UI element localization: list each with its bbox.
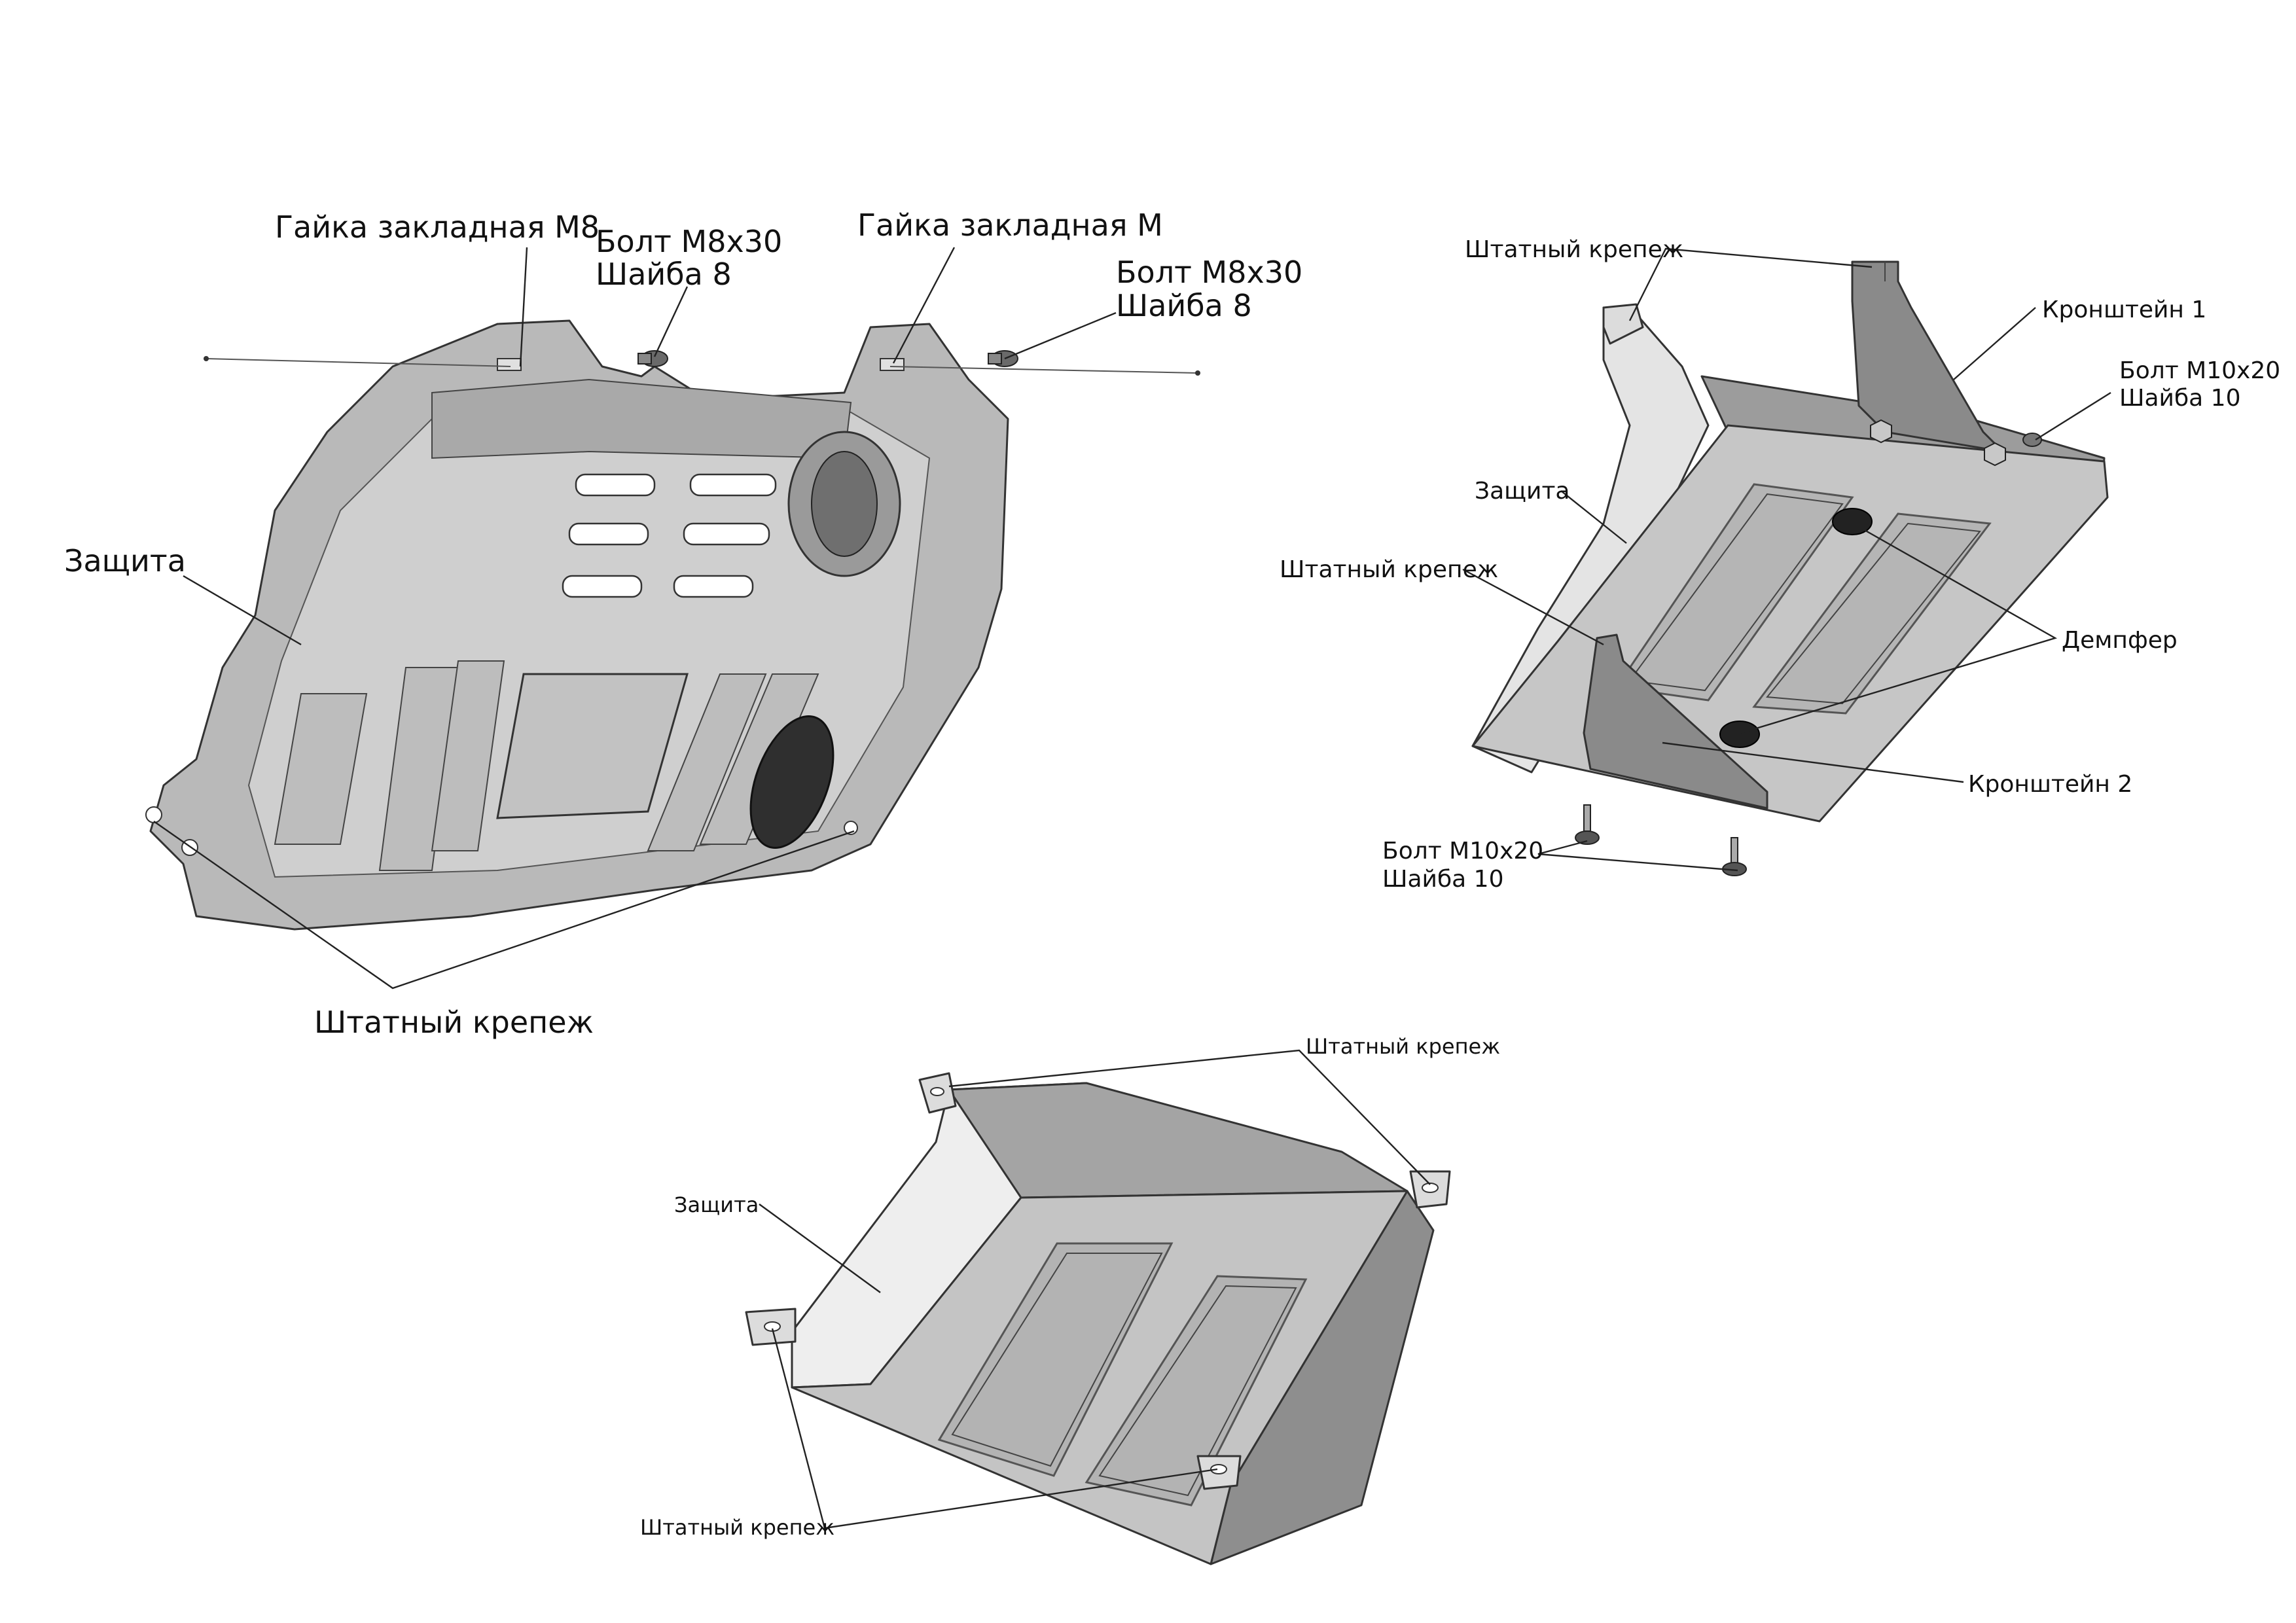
label-guard-1: Защита — [64, 543, 186, 579]
embedded-nut-right — [880, 358, 905, 371]
leader-nut-right — [892, 247, 956, 364]
leader-guard-2 — [1560, 490, 1627, 544]
leader-nut-left — [519, 247, 528, 367]
guard-2-side-wall — [1471, 306, 1710, 774]
vent-slot — [673, 575, 754, 598]
label-mount-left-2: Штатный крепеж — [1280, 556, 1498, 583]
assembly-3-transfer-guard: Штатный крепеж Защита Штатный крепеж — [640, 1034, 1500, 1565]
label-guard-3: Защита — [674, 1192, 759, 1217]
leader-bolt-bottom-2 — [1537, 840, 1738, 872]
label-bracket-2: Кронштейн 2 — [1968, 771, 2132, 798]
label-bolt-left-1: Болт М8х30 — [596, 224, 782, 259]
engine-guard-center-pad — [496, 673, 689, 819]
label-bolt-top-2-line2: Шайба 10 — [2119, 385, 2240, 412]
bracket-1 — [1851, 260, 2004, 453]
damper-lower — [1719, 721, 1760, 748]
leader-bracket-1 — [1953, 307, 2036, 380]
leader-mount-bottom-3 — [771, 1328, 1218, 1529]
label-bolt-top-2-line1: Болт М10х20 — [2119, 357, 2280, 384]
label-bolt-left-2: Шайба 8 — [596, 257, 732, 292]
assembly-1-engine-guard: Гайка закладная М8 Болт М8х30 Шайба 8 Га… — [64, 207, 1302, 1040]
label-mount-1: Штатный крепеж — [314, 1005, 594, 1040]
label-mount-top-2: Штатный крепеж — [1465, 236, 1683, 263]
guard-3-back-wall — [948, 1082, 1408, 1199]
leader-bolt-top-2 — [2035, 391, 2111, 441]
engine-guard-drain-hatch — [749, 715, 834, 849]
assembly-2-gearbox-guard: Штатный крепеж Кронштейн 1 Болт М10х20 Ш… — [1280, 236, 2280, 893]
label-bolt-right-1: Болт М8х30 — [1116, 255, 1302, 290]
leader-bolt-left — [653, 286, 689, 357]
vent-slot — [575, 473, 656, 497]
leader-damper — [1740, 526, 2058, 734]
leader-mount-1 — [153, 821, 855, 990]
mount-hole-left — [145, 806, 162, 823]
bolt-m10-top — [2022, 433, 2042, 447]
rib — [647, 673, 767, 851]
rib — [431, 660, 505, 851]
leader-mount-top-3 — [948, 1049, 1431, 1185]
rib — [699, 673, 819, 845]
leader-guard-3 — [759, 1204, 881, 1293]
bolt-m8-left — [637, 350, 668, 367]
engine-guard-slots — [562, 473, 777, 598]
bracket-2 — [1583, 633, 1768, 810]
bolt-m10-bottom-right — [1722, 837, 1747, 876]
vent-slot — [689, 473, 777, 497]
engine-guard-ribs — [274, 660, 819, 871]
guard-2-pad-right — [1752, 512, 1992, 715]
leader-bolt-right — [1004, 312, 1117, 360]
guide-wire-left — [206, 358, 511, 367]
label-embedded-nut-right: Гайка закладная М — [857, 207, 1163, 243]
label-mount-top-3: Штатный крепеж — [1306, 1034, 1500, 1059]
vent-slot — [683, 522, 770, 546]
label-bolt-bottom-2-line1: Болт М10х20 — [1382, 838, 1543, 865]
bolt-m8-right — [988, 350, 1018, 367]
label-damper: Демпфер — [2062, 627, 2178, 654]
leader-bracket-2 — [1662, 741, 1964, 783]
guard-3-pad-left — [937, 1242, 1174, 1477]
engine-guard-rear-panel — [431, 378, 852, 459]
guard-3-pad-right — [1085, 1275, 1308, 1507]
bolt-m10-bottom-left — [1575, 804, 1600, 845]
label-guard-2: Защита — [1475, 478, 1570, 505]
label-embedded-nut-left: Гайка закладная М8 — [275, 209, 600, 245]
label-bolt-right-2: Шайба 8 — [1116, 288, 1252, 323]
guide-wire-right — [889, 366, 1198, 374]
guard-2-pad-left — [1615, 483, 1854, 702]
engine-guard-round-port-inner — [811, 451, 878, 557]
label-mount-bottom-3: Штатный крепеж — [640, 1515, 834, 1540]
rib — [274, 693, 368, 845]
label-bracket-1: Кронштейн 1 — [2042, 296, 2206, 323]
leader-guard-1 — [183, 575, 302, 646]
bracket-1-nut-right — [1984, 442, 2006, 467]
bracket-1-nut-left — [1870, 419, 1892, 444]
embedded-nut-left — [497, 358, 522, 371]
label-bolt-bottom-2-line2: Шайба 10 — [1382, 866, 1503, 893]
leader-mount-left-2 — [1462, 568, 1604, 646]
vent-slot — [562, 575, 643, 598]
vent-slot — [568, 522, 649, 546]
leader-mount-top-2 — [1628, 247, 1873, 321]
